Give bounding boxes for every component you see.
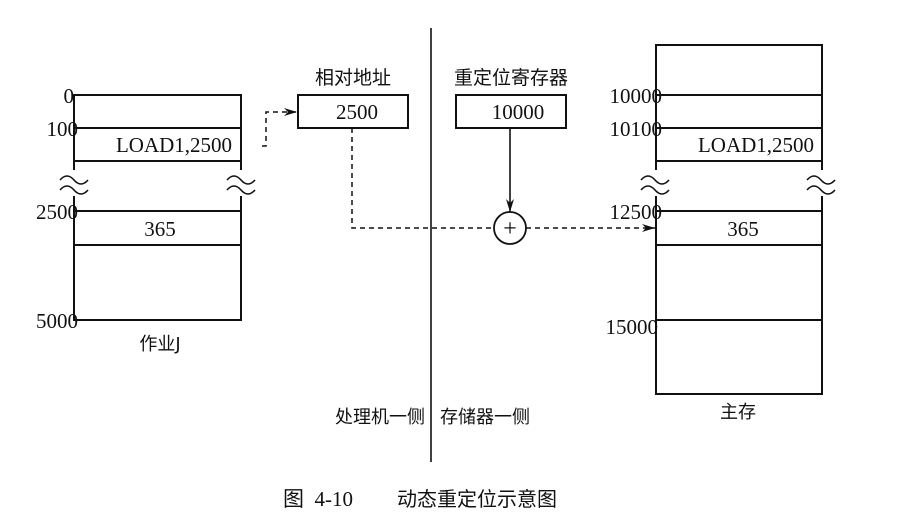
memory-side-label: 存储器一侧	[440, 407, 530, 428]
address-to-adder-path	[351, 128, 493, 229]
job-instruction-cell: LOAD1,2500	[116, 133, 232, 157]
job-block	[59, 94, 256, 321]
processor-side-label: 处理机一侧	[335, 407, 425, 428]
relocation-register-value: 10000	[492, 100, 545, 124]
relocation-register-box	[455, 94, 567, 129]
figure-number: 图 4-10	[283, 487, 353, 511]
memory-block	[640, 44, 836, 395]
job-address-5000: 5000	[36, 309, 78, 333]
relative-address-label: 相对地址	[315, 67, 391, 89]
memory-instruction-cell: LOAD1,2500	[698, 133, 814, 157]
relative-address-box	[297, 94, 409, 129]
job-caption: 作业J	[139, 334, 180, 355]
memory-address-15000: 15000	[606, 315, 659, 339]
memory-caption: 主存	[720, 402, 756, 423]
relative-address-value: 2500	[336, 100, 378, 124]
memory-address-10100: 10100	[610, 117, 663, 141]
break-mark-icon	[640, 175, 670, 195]
job-address-2500: 2500	[36, 200, 78, 224]
break-mark-icon	[59, 175, 89, 195]
memory-data-cell: 365	[727, 217, 759, 241]
memory-address-12500: 12500	[610, 200, 663, 224]
instruction-to-address-arrow	[262, 108, 297, 147]
relocation-register-label: 重定位寄存器	[454, 67, 568, 89]
adder-symbol: +	[503, 216, 517, 242]
break-mark-icon	[806, 175, 836, 195]
job-data-cell: 365	[144, 217, 176, 241]
job-address-0: 0	[64, 84, 75, 108]
figure-title: 动态重定位示意图	[397, 487, 557, 511]
memory-address-10000: 10000	[610, 84, 663, 108]
break-mark-icon	[226, 175, 256, 195]
job-address-100: 100	[47, 117, 79, 141]
